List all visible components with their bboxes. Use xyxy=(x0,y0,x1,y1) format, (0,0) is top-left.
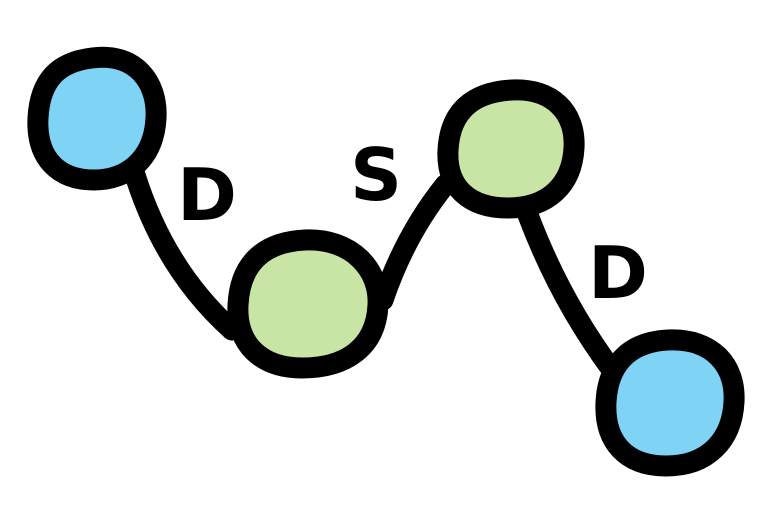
edge-n1-n2 xyxy=(124,164,243,341)
edge-label-n2-n3: S xyxy=(350,133,402,217)
node-n3 xyxy=(437,79,585,219)
node-n1 xyxy=(27,46,167,191)
node-n4 xyxy=(595,329,745,477)
edge-n3-n4 xyxy=(517,204,623,381)
edge-label-n3-n4: D xyxy=(588,231,648,315)
edge-label-n1-n2: D xyxy=(177,153,237,237)
edge-n2-n3 xyxy=(372,174,456,311)
node-n2 xyxy=(227,229,389,379)
